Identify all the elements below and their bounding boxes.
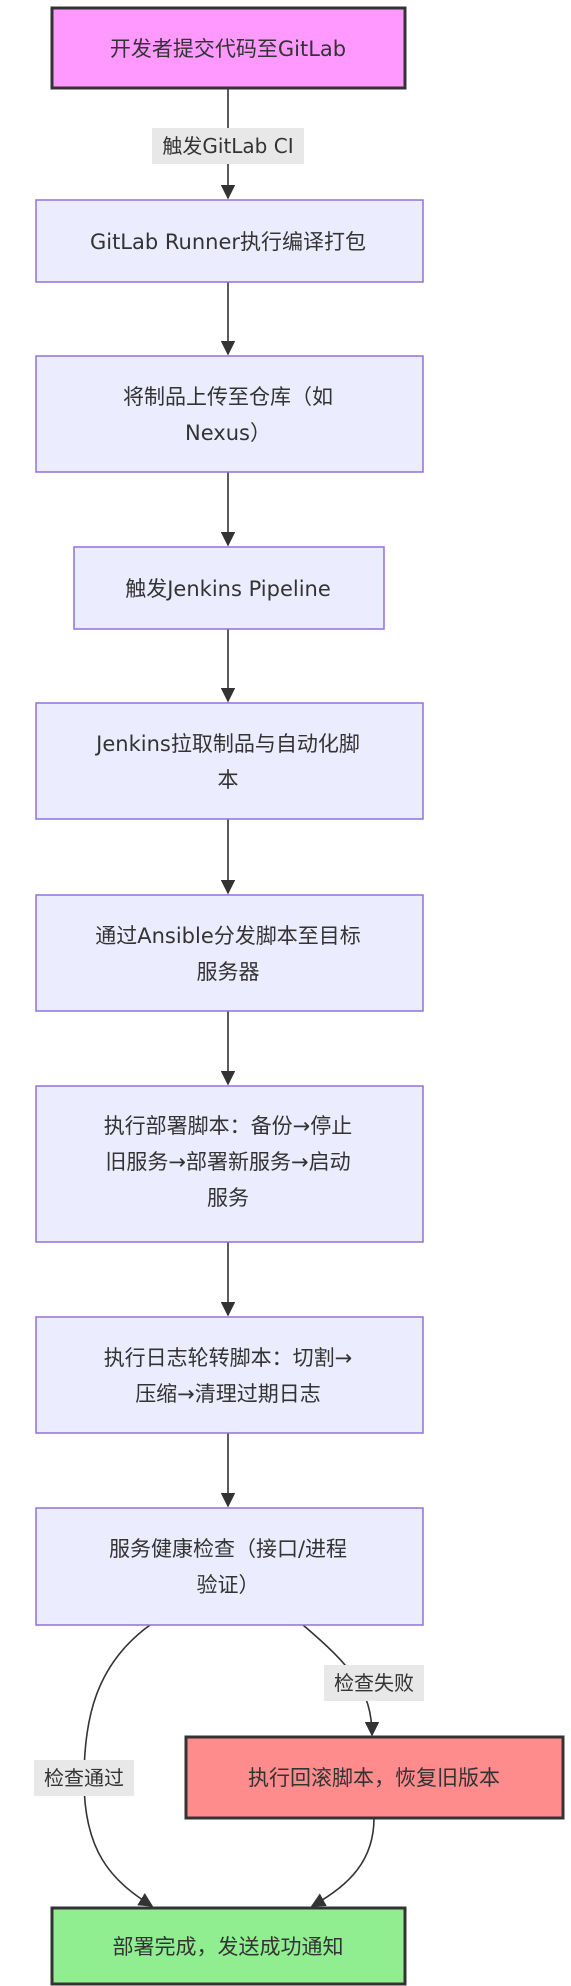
svg-text:部署完成，发送成功通知: 部署完成，发送成功通知 (113, 1935, 344, 1959)
node-pipeline: 触发Jenkins Pipeline (73, 546, 385, 630)
edge-label-check-pass: 检查通过 (34, 1760, 134, 1796)
svg-text:执行回滚脚本，恢复旧版本: 执行回滚脚本，恢复旧版本 (248, 1766, 500, 1790)
svg-text:执行部署脚本：备份→停止: 执行部署脚本：备份→停止 (104, 1114, 353, 1138)
svg-text:Jenkins拉取制品与自动化脚: Jenkins拉取制品与自动化脚 (94, 732, 360, 756)
node-rollback: 执行回滚脚本，恢复旧版本 (184, 1735, 565, 1820)
svg-text:本: 本 (218, 768, 239, 792)
svg-text:触发GitLab CI: 触发GitLab CI (162, 134, 293, 158)
svg-text:旧服务→部署新服务→启动: 旧服务→部署新服务→启动 (105, 1150, 350, 1174)
node-upload: 将制品上传至仓库（如 Nexus） (35, 355, 424, 473)
svg-text:GitLab Runner执行编译打包: GitLab Runner执行编译打包 (90, 230, 366, 254)
svg-text:服务: 服务 (207, 1186, 249, 1210)
svg-text:执行日志轮转脚本：切割→: 执行日志轮转脚本：切割→ (104, 1346, 353, 1370)
svg-text:触发Jenkins Pipeline: 触发Jenkins Pipeline (125, 577, 331, 601)
svg-text:验证）: 验证） (197, 1573, 260, 1597)
svg-text:压缩→清理过期日志: 压缩→清理过期日志 (135, 1382, 321, 1406)
svg-text:将制品上传至仓库（如: 将制品上传至仓库（如 (123, 385, 333, 409)
node-deploy: 执行部署脚本：备份→停止 旧服务→部署新服务→启动 服务 (35, 1085, 424, 1243)
node-pull: Jenkins拉取制品与自动化脚 本 (35, 702, 424, 820)
svg-text:服务健康检查（接口/进程: 服务健康检查（接口/进程 (109, 1537, 347, 1561)
svg-text:通过Ansible分发脚本至目标: 通过Ansible分发脚本至目标 (95, 924, 361, 948)
node-done: 部署完成，发送成功通知 (50, 1906, 407, 1986)
svg-text:Nexus）: Nexus） (185, 421, 271, 445)
node-ansible: 通过Ansible分发脚本至目标 服务器 (35, 894, 424, 1012)
svg-text:检查通过: 检查通过 (44, 1766, 124, 1790)
node-runner: GitLab Runner执行编译打包 (35, 199, 424, 283)
node-health: 服务健康检查（接口/进程 验证） (35, 1507, 424, 1626)
svg-text:服务器: 服务器 (197, 960, 260, 984)
edge-label-trigger-ci: 触发GitLab CI (152, 128, 304, 164)
node-start: 开发者提交代码至GitLab (50, 6, 407, 90)
svg-text:检查失败: 检查失败 (334, 1671, 414, 1695)
edge-rollback-done (310, 1817, 375, 1907)
edge-label-check-fail: 检查失败 (324, 1665, 424, 1701)
node-logrotate: 执行日志轮转脚本：切割→ 压缩→清理过期日志 (35, 1316, 424, 1434)
svg-text:开发者提交代码至GitLab: 开发者提交代码至GitLab (110, 37, 346, 61)
